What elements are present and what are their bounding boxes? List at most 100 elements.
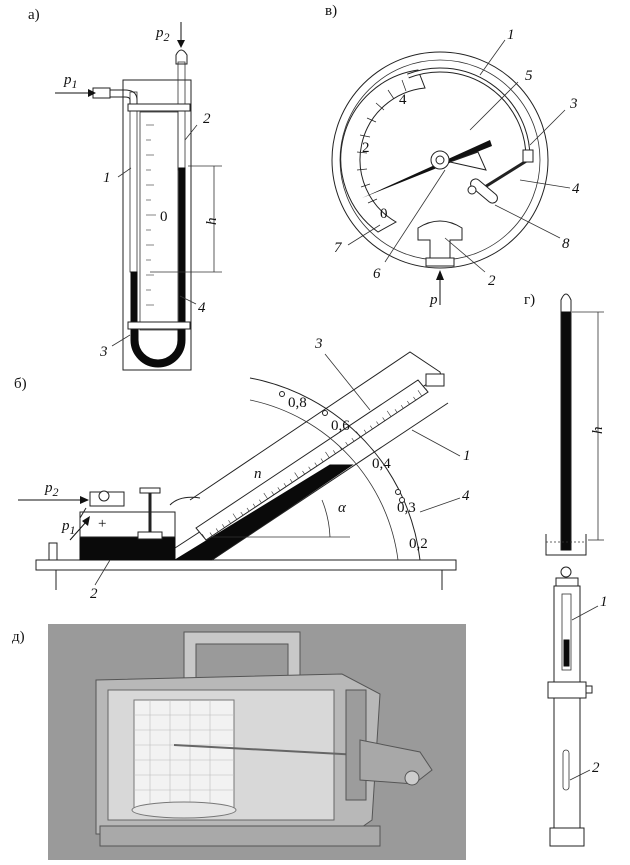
scale-arc-outer — [249, 377, 421, 561]
arc-holes — [279, 391, 405, 503]
scale-arc-inner — [249, 399, 399, 561]
inlet-p2-nozzle — [175, 49, 188, 65]
incline-frame-hose — [169, 496, 201, 506]
collar — [547, 681, 587, 699]
callout-2: 2 — [203, 111, 211, 127]
panel-d: д) — [12, 624, 466, 860]
arc-label-04: 0,4 — [372, 456, 391, 472]
bourdon-tube — [407, 67, 531, 159]
v-callout-6: 6 — [373, 266, 381, 282]
incline-tick — [228, 520, 231, 524]
label-alpha: α — [338, 500, 347, 516]
case-bottom — [99, 825, 381, 847]
incline-tick — [201, 534, 207, 541]
panel-b-tag: б) — [14, 376, 27, 392]
incline-tick — [314, 462, 318, 467]
incline-tick — [417, 390, 423, 397]
b-callout-3: 3 — [314, 336, 323, 352]
callout-1: 1 — [103, 170, 111, 186]
barometer-tube — [560, 293, 572, 551]
incline-tick — [345, 441, 349, 446]
pen-arm — [173, 744, 361, 756]
arrow-p1-b-head — [82, 516, 90, 526]
incline-tick — [222, 524, 225, 528]
v-callout-8: 8 — [562, 236, 570, 252]
mercury-column — [561, 311, 571, 551]
panel-d-tag: д) — [12, 629, 25, 645]
mercury-cup — [545, 534, 587, 556]
plunger-foot — [137, 531, 163, 540]
callout-line-b4 — [419, 497, 461, 513]
callout-line-b3 — [324, 353, 371, 411]
incline-tick — [271, 491, 275, 495]
label-p2: p2 — [155, 25, 170, 44]
g-callout-2: 2 — [592, 760, 600, 776]
drum-grid — [134, 700, 234, 808]
gauge-socket — [417, 220, 463, 259]
inclined-liquid — [173, 464, 354, 561]
gauge-outer-ring — [331, 51, 549, 269]
incline-tick — [386, 410, 392, 417]
panel-v: в) 0 2 4 p — [325, 3, 580, 308]
upper-mercury — [563, 639, 570, 667]
label-p1: p1 — [63, 72, 78, 91]
gauge-mark-2: 2 — [362, 140, 370, 156]
callout-line-v6 — [384, 169, 446, 263]
label-minus: – — [79, 492, 88, 508]
callout-line-g1 — [571, 605, 599, 621]
gauge-link — [479, 158, 529, 192]
incline-tick — [215, 528, 219, 532]
incline-tick — [294, 472, 299, 479]
callout-line-v3 — [529, 109, 566, 146]
incline-tick — [394, 409, 398, 413]
inclined-scale — [195, 379, 429, 541]
panel-g: г) h 1 2 — [524, 292, 608, 847]
tube-cap — [425, 373, 445, 387]
incline-tick — [232, 513, 238, 520]
bourdon-tube-inner — [407, 68, 530, 159]
v-callout-5: 5 — [525, 68, 533, 84]
pointer-pivot-inner — [435, 155, 445, 165]
base-fitting — [549, 827, 585, 847]
callout-line-b1 — [411, 429, 461, 457]
incline-tick — [277, 487, 281, 491]
panel-b: б) 0,8 0,6 0,4 0,3 0,2 — [14, 336, 471, 602]
drum-base — [131, 801, 237, 819]
panel-a-tag: а) — [28, 7, 40, 23]
incline-tick — [259, 499, 262, 504]
incline-tick — [413, 396, 416, 401]
reservoir-vessel — [79, 511, 176, 538]
lower-housing — [553, 697, 581, 829]
callout-line-v5 — [469, 81, 519, 131]
gauge-dial-ticks — [356, 79, 407, 204]
incline-tick — [425, 388, 429, 393]
manometer-scale — [139, 111, 179, 331]
b-callout-4: 4 — [462, 488, 470, 504]
arrow-p1-b — [69, 521, 87, 541]
label-p1-b: p1 — [61, 518, 76, 537]
gauge-mark-4: 4 — [399, 92, 407, 108]
inclined-tube-lower — [211, 402, 449, 561]
inclined-scale-ticks — [201, 388, 429, 541]
manometer-board — [122, 79, 192, 371]
incline-tick — [376, 421, 379, 426]
adjust-knob — [585, 685, 593, 694]
incline-tick — [289, 478, 293, 483]
adjust-screw — [404, 770, 420, 786]
panel-g-tag: г) — [524, 292, 535, 308]
arc-label-02: 0,2 — [409, 536, 428, 552]
label-p: p — [429, 292, 438, 308]
incline-tick — [209, 532, 213, 537]
v-callout-7: 7 — [334, 240, 343, 256]
b-callout-1: 1 — [463, 448, 471, 464]
label-h: h — [204, 218, 220, 226]
incline-tick — [302, 470, 305, 475]
g-label-h: h — [590, 427, 606, 435]
incline-tick — [325, 451, 330, 458]
v-callout-4: 4 — [572, 181, 580, 197]
incline-tick — [308, 466, 312, 471]
gauge-mark-0: 0 — [380, 206, 388, 222]
sector-gear — [448, 151, 487, 171]
gauge-dial-sector — [340, 69, 426, 233]
